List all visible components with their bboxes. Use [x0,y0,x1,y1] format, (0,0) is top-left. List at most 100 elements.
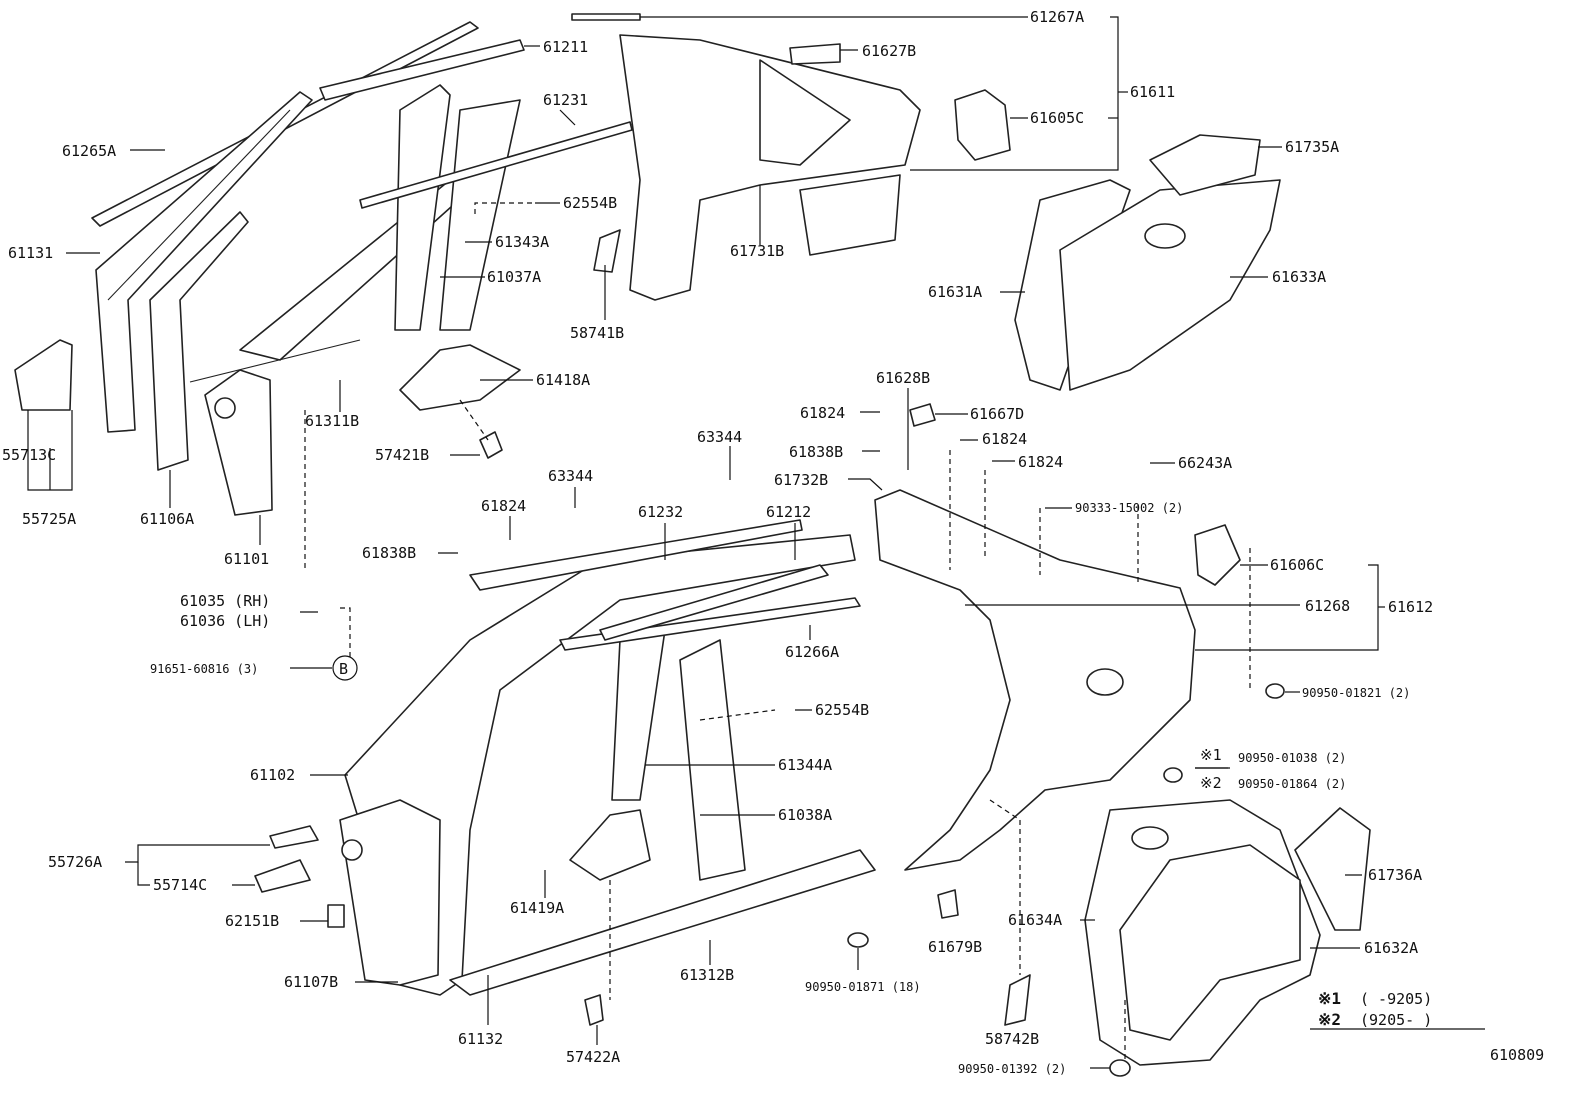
label-57422A: 57422A [566,1048,620,1066]
part-clip [479,431,503,459]
label-61265A: 61265A [62,142,116,160]
label-61106A: 61106A [140,510,194,528]
part-roof-side-rail [319,39,525,101]
label-61037A: 61037A [487,268,541,286]
part-rocker-sill [449,849,876,996]
label-61612: 61612 [1388,598,1433,616]
label-61107B: 61107B [284,973,338,991]
label-61035: 61035 (RH) [180,592,270,610]
label-90950-01038: 90950-01038 (2) [1238,751,1346,765]
part-61735A [1149,134,1261,196]
label-90950-01392: 90950-01392 (2) [958,1062,1066,1076]
part-center-pillar-reinf [439,99,521,331]
part-wheelhouse-dome-lower [1131,826,1169,850]
label-61679B: 61679B [928,938,982,956]
part-rail-61266A [559,597,861,651]
part-90950-01038 [1163,767,1183,783]
label-61824-b: 61824 [982,430,1027,448]
label-61824-a: 61824 [800,404,845,422]
label-61312B: 61312B [680,966,734,984]
part-55714C [254,859,311,893]
label-90950-01871: 90950-01871 (18) [805,980,921,994]
part-wheelhouse-inner-lower [1119,844,1301,1041]
label-62151B: 62151B [225,912,279,930]
footnote-1-mark: ※1 [1318,989,1341,1008]
label-61231: 61231 [543,91,588,109]
label-61102: 61102 [250,766,295,784]
part-90950-01821 [1265,683,1285,699]
part-55726A [269,825,319,849]
label-61667D: 61667D [970,405,1024,423]
label-61267A: 61267A [1030,8,1084,26]
label-61131: 61131 [8,244,53,262]
label-61631A: 61631A [928,283,982,301]
label-91651-60816: 91651-60816 (3) [150,662,258,676]
part-90950-01392 [1109,1059,1131,1077]
label-61731B: 61731B [730,242,784,260]
part-57422A [584,994,604,1026]
label-61268: 61268 [1305,597,1350,615]
circle-marker [332,655,358,681]
label-61266A: 61266A [785,643,839,661]
label-66243A: 66243A [1178,454,1232,472]
part-pillar-inner [149,211,249,471]
part-61606C [1194,524,1241,586]
label-61627B: 61627B [862,42,916,60]
part-rail-61232 [469,519,803,591]
part-rocker-upper [189,339,361,383]
part-61736A [1294,807,1371,931]
label-55713C: 55713C [2,446,56,464]
part-58742B [1004,974,1031,1026]
label-61736A: 61736A [1368,866,1422,884]
label-61634A: 61634A [1008,911,1062,929]
label-61036: 61036 (LH) [180,612,270,630]
part-pillar-hole [214,397,236,419]
footnote-1-text: ( -9205) [1360,990,1432,1008]
footnotes: ※1 ( -9205) ※2 (9205- ) [1318,989,1432,1029]
part-61679B [937,889,959,919]
part-quarter-lower-box [799,174,901,256]
label-61038A: 61038A [778,806,832,824]
label-61611: 61611 [1130,83,1175,101]
part-61627B [789,43,841,65]
label-61311B: 61311B [305,412,359,430]
part-61667D [909,403,936,427]
label-61419A: 61419A [510,899,564,917]
part-front-pillar-inner-line [107,109,291,301]
label-mark2: ※2 [1200,774,1222,792]
label-90950-01864: 90950-01864 (2) [1238,777,1346,791]
label-63344-a: 63344 [697,428,742,446]
label-62554B-mid: 62554B [815,701,869,719]
part-90950-01871 [847,932,869,948]
part-roof-trim-top [571,13,641,21]
footnote-2-mark: ※2 [1318,1010,1341,1029]
label-61132: 61132 [458,1030,503,1048]
part-quarter-inner [759,59,851,166]
label-90333-15002: 90333-15002 (2) [1075,501,1183,515]
label-55725A: 55725A [22,510,76,528]
label-61838B-b: 61838B [362,544,416,562]
label-57421B: 57421B [375,446,429,464]
figure-id: 610809 [1490,1046,1544,1064]
label-61101: 61101 [224,550,269,568]
label-61633A: 61633A [1272,268,1326,286]
part-front-pillar-outer [95,91,313,433]
part-center-pillar [394,84,451,331]
part-front-body-pillar [204,369,273,516]
label-61606C: 61606C [1270,556,1324,574]
label-61211: 61211 [543,38,588,56]
label-61232: 61232 [638,503,683,521]
part-upper-rail [359,121,633,209]
part-61605C [954,89,1011,161]
label-61628B: 61628B [876,369,930,387]
part-front-pillar-lower [339,799,441,986]
label-63344-b: 63344 [548,467,593,485]
part-center-pillar-c [679,639,746,881]
label-61824-c: 61824 [1018,453,1063,471]
label-61605C: 61605C [1030,109,1084,127]
label-61632A: 61632A [1364,939,1418,957]
part-62151B [327,904,345,928]
label-61732B: 61732B [774,471,828,489]
label-58741B: 58741B [570,324,624,342]
